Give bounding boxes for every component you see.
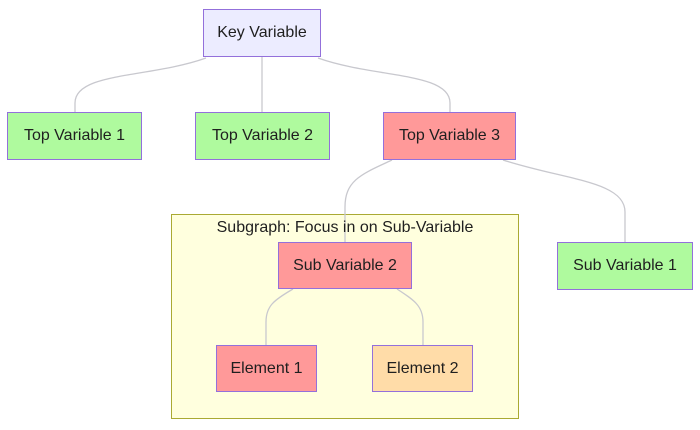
- node-top-variable-3-label: Top Variable 3: [398, 127, 501, 144]
- node-top-variable-1: Top Variable 1: [7, 112, 142, 160]
- node-element-1-label: Element 1: [230, 359, 303, 377]
- node-top-variable-2-label: Top Variable 2: [211, 127, 314, 144]
- node-element-2-label: Element 2: [386, 359, 459, 377]
- node-key-variable-label: Key Variable: [217, 24, 307, 41]
- node-top-variable-3: Top Variable 3: [383, 112, 516, 160]
- node-element-2: Element 2: [372, 345, 473, 392]
- edge-sub2-el2: [396, 288, 424, 345]
- node-sub-variable-2-label: Sub Variable 2: [293, 256, 397, 274]
- edge-top3-sub1: [502, 159, 626, 242]
- edge-top3-sub2: [344, 159, 393, 242]
- node-element-1: Element 1: [216, 345, 317, 392]
- node-sub-variable-1-label: Sub Variable 1: [573, 257, 677, 274]
- edge-key-top1: [74, 57, 207, 112]
- node-key-variable: Key Variable: [203, 9, 321, 57]
- node-sub-variable-1: Sub Variable 1: [557, 242, 693, 290]
- node-top-variable-2: Top Variable 2: [195, 112, 330, 160]
- edge-key-top3: [317, 57, 451, 112]
- subgraph-title: Subgraph: Focus in on Sub-Variable: [216, 219, 474, 236]
- edge-sub2-el1: [265, 288, 294, 345]
- node-top-variable-1-label: Top Variable 1: [23, 127, 126, 144]
- node-sub-variable-2: Sub Variable 2: [278, 242, 412, 289]
